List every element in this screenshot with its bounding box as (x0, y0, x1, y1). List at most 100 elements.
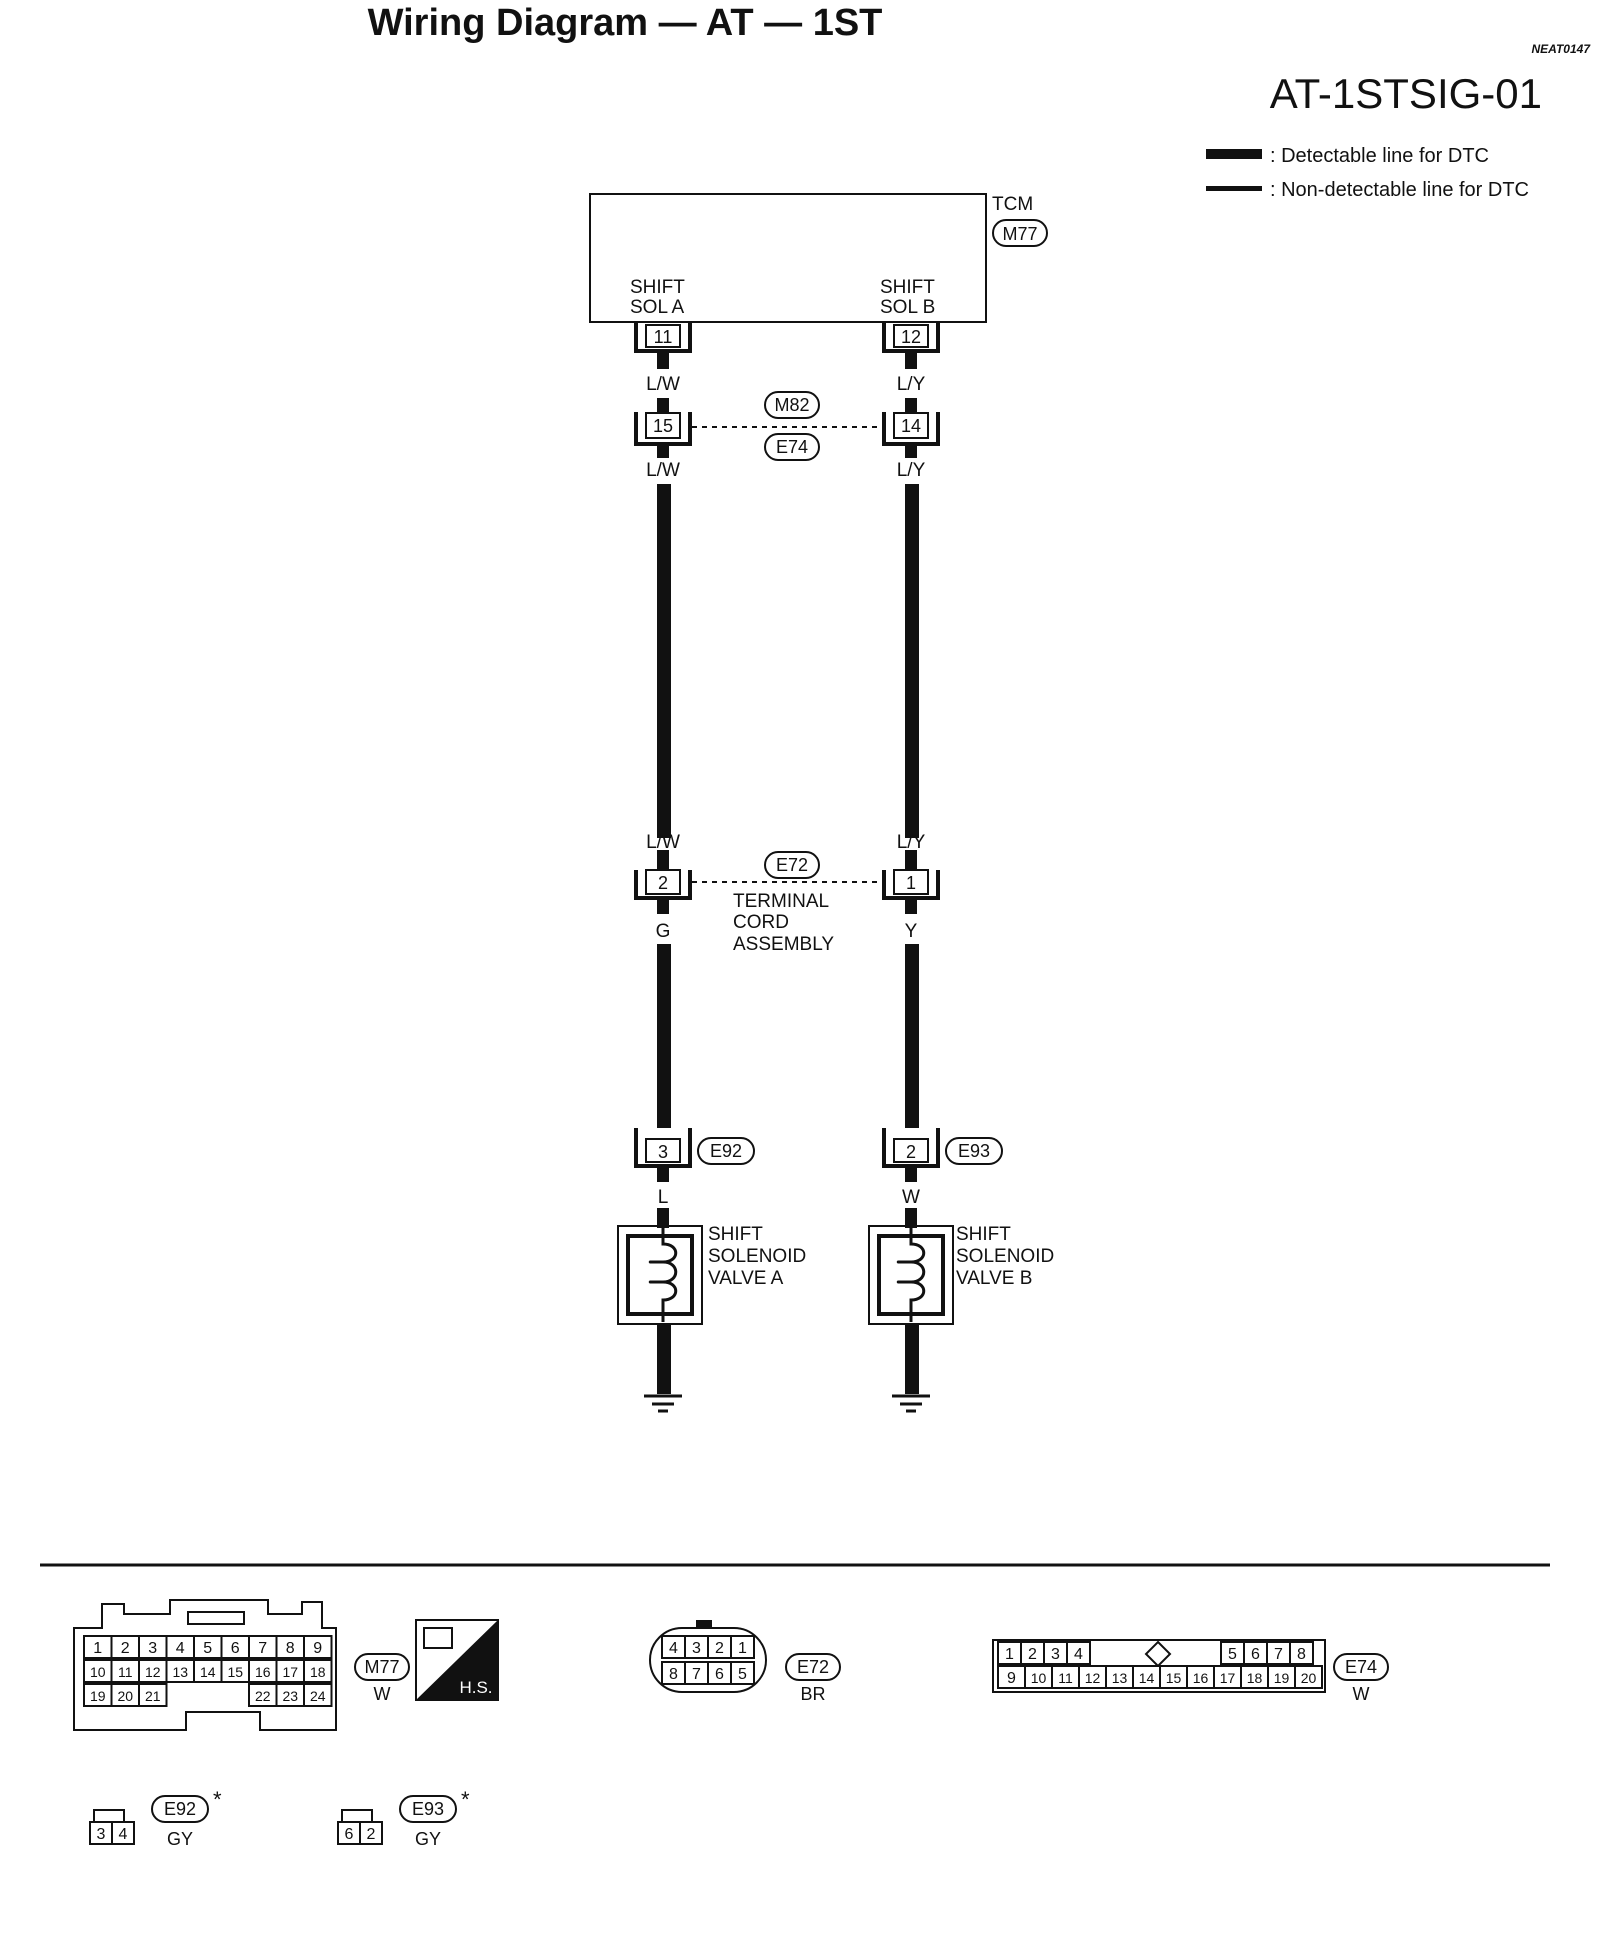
junction1-connector-bottom: E74 (776, 437, 808, 457)
terminal-cord-label-1: TERMINAL (733, 891, 829, 912)
wire-a-lower (657, 944, 671, 1128)
e72-pin-5-cell (730, 1661, 755, 1685)
e74-pin-4-cell (1066, 1641, 1091, 1665)
junction1-pin-b-number: 14 (901, 416, 921, 436)
e74-pin-20: 20 (1301, 1670, 1317, 1686)
junction2-pin-b-number: 1 (906, 873, 916, 893)
wire-b-seg7 (905, 1208, 917, 1228)
e74-face-color: W (1353, 1684, 1370, 1704)
tcm-pin-a-label-1: SHIFT (630, 277, 685, 298)
wire-b-ground (905, 1324, 919, 1394)
tcm-pin-b-terminal: 12 (882, 322, 940, 353)
junction-e72-pin-a: 2 (634, 869, 692, 900)
m77-pin-8: 8 (286, 1640, 295, 1657)
valve-b-label-2: SOLENOID (956, 1246, 1054, 1267)
wire-b-seg6 (905, 1166, 917, 1182)
coil-a-icon (648, 1228, 678, 1322)
m77-pin-22: 22 (255, 1688, 271, 1704)
wire-b-seg1 (905, 351, 917, 369)
m77-pin-17: 17 (282, 1664, 298, 1680)
wire-b-main (905, 484, 919, 838)
valve-a-connector-id: E92 (710, 1141, 742, 1161)
e72-pin-5: 5 (738, 1666, 747, 1683)
m77-pin-19: 19 (90, 1688, 106, 1704)
m77-face-id: M77 (364, 1657, 399, 1677)
e92-mark: * (213, 1787, 222, 1812)
e72-face-id: E72 (797, 1657, 829, 1677)
wire-a-seg3 (657, 444, 669, 458)
e74-pin-4: 4 (1074, 1646, 1083, 1663)
wire-a-seg2 (657, 398, 669, 412)
wire-b-seg2 (905, 398, 917, 412)
terminal-cord-label-3: ASSEMBLY (733, 934, 834, 955)
wire-b-color-lower: Y (905, 921, 918, 942)
wire-b-color-top: L/Y (897, 374, 926, 395)
e74-pin-20-cell (1294, 1665, 1323, 1689)
tcm-box (589, 193, 987, 323)
junction-m82-e74-pin-b: 14 (882, 412, 940, 446)
wire-a-color-top: L/W (646, 374, 680, 395)
e72-pin-6: 6 (715, 1666, 724, 1683)
e74-pin-1: 1 (1005, 1646, 1014, 1663)
e74-face-id: E74 (1345, 1657, 1377, 1677)
e74-pin-6: 6 (1251, 1646, 1260, 1663)
tcm-pin-a-terminal: 11 (634, 322, 692, 353)
m77-pin-5: 5 (203, 1640, 212, 1657)
solenoid-valve-a (617, 1225, 703, 1325)
e74-pin-8: 8 (1297, 1646, 1306, 1663)
e93-face-id: E93 (412, 1799, 444, 1819)
valve-b-connector-badge (945, 1137, 1003, 1165)
e74-pin-12: 12 (1085, 1670, 1101, 1686)
e72-pin-3: 3 (692, 1640, 701, 1657)
junction2-connector: E72 (776, 855, 808, 875)
wire-b-color-mid: L/Y (897, 460, 926, 481)
e74-pin-11: 11 (1058, 1670, 1073, 1686)
tcm-pin-a-label-2: SOL A (630, 297, 685, 318)
junction1-connector-top: M82 (774, 395, 809, 415)
e93-badge (399, 1795, 457, 1823)
valve-a-pin-number: 3 (658, 1142, 668, 1162)
m77-pin-20: 20 (117, 1688, 133, 1704)
wire-b-color-upper2: L/Y (897, 832, 926, 853)
wire-b-seg5 (905, 898, 917, 914)
e92-face-color: GY (167, 1829, 193, 1849)
valve-a-connector-terminal: 3 (634, 1128, 692, 1168)
wire-a-seg1 (657, 351, 669, 369)
m77-face-color: W (374, 1684, 391, 1704)
tcm-label: TCM (992, 194, 1033, 215)
wire-b-seg3 (905, 444, 917, 458)
ground-b-icon (892, 1394, 930, 1413)
m77-pin-6: 6 (231, 1640, 240, 1657)
wire-a-color-lower: G (656, 921, 671, 942)
legend-non-detectable: : Non-detectable line for DTC (1270, 179, 1529, 201)
e74-pin-5: 5 (1228, 1646, 1237, 1663)
m77-pin-18: 18 (310, 1664, 326, 1680)
junction1-pin-a-number: 15 (653, 416, 673, 436)
page-title: Wiring Diagram — AT — 1ST (367, 2, 883, 44)
junction-m82-e74-pin-a: 15 (634, 412, 692, 446)
e74-pin-9: 9 (1007, 1670, 1016, 1687)
junction1-connector-top-badge (764, 391, 820, 419)
wire-b-seg4 (905, 850, 917, 870)
m77-pin-13: 13 (172, 1664, 188, 1680)
e74-pin-8-cell (1289, 1641, 1314, 1665)
m77-pin-1: 1 (93, 1640, 102, 1657)
e72-pin-4: 4 (669, 1640, 678, 1657)
wire-a-main (657, 484, 671, 838)
m77-pin-11: 11 (118, 1664, 133, 1680)
e74-badge (1333, 1653, 1389, 1681)
terminal-cord-label-2: CORD (733, 912, 789, 933)
e72-face-color: BR (800, 1684, 825, 1704)
hs-label: H.S. (459, 1678, 492, 1697)
wire-a-color-mid: L/W (646, 460, 680, 481)
m77-pin-9-cell (303, 1635, 333, 1659)
tcm-pin-b-label-2: SOL B (880, 297, 935, 318)
e74-pin-15: 15 (1166, 1670, 1182, 1686)
m77-pin-14: 14 (200, 1664, 216, 1680)
m77-pin-4: 4 (176, 1640, 185, 1657)
junction-e72-pin-b: 1 (882, 869, 940, 900)
wire-a-ground (657, 1324, 671, 1394)
valve-a-label-3: VALVE A (708, 1268, 784, 1289)
